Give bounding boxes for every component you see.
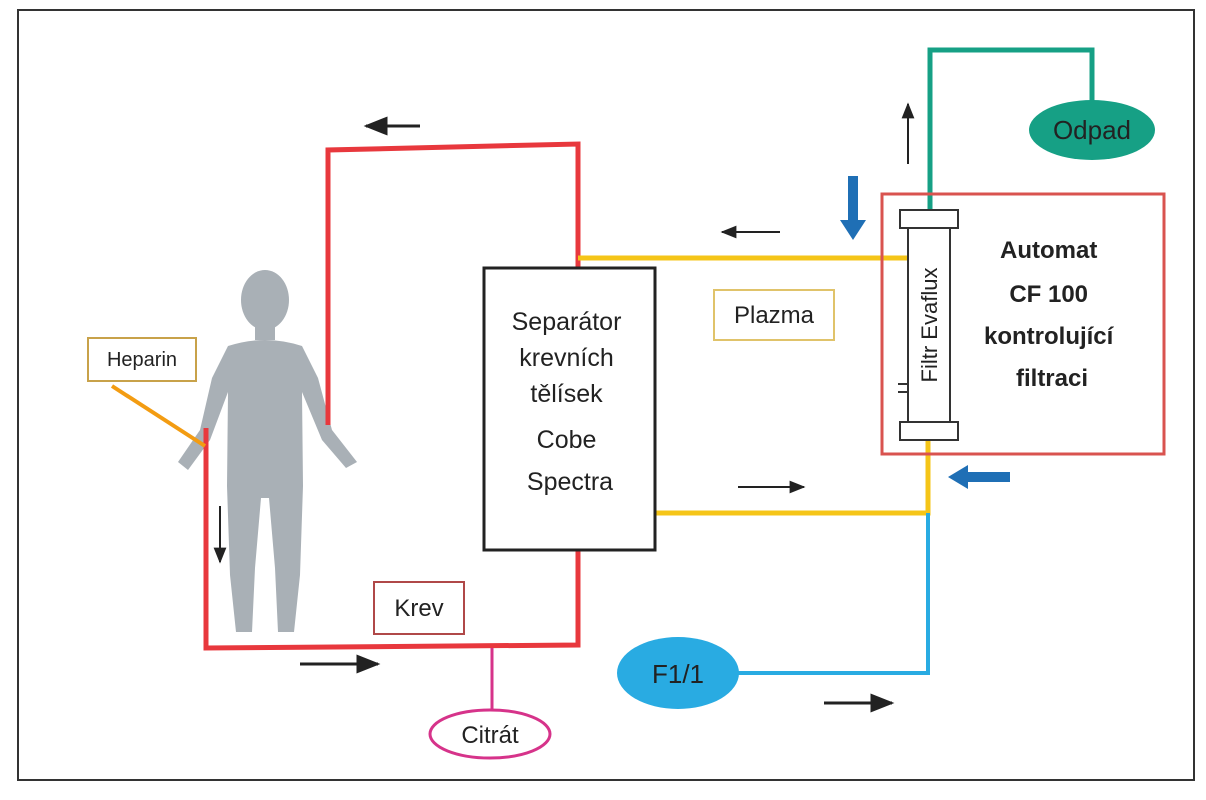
plazma-box [713,289,835,341]
blood-line-out [203,428,581,651]
citrat-label: Citrát [461,722,519,749]
heparin-label: Heparin [107,349,177,371]
filter-label: Filtr Evaflux [917,268,942,383]
f11-fluid-line [738,513,930,675]
odpad-node [1029,100,1155,160]
flow-arrow-down-icon [840,176,866,240]
automat-label: Automat CF 100 kontrolující filtraci [984,237,1120,392]
separator-label: Separátor krevních tělísek Cobe Spectra [512,308,629,496]
f11-label: F1/1 [652,659,704,689]
krev-label: Krev [394,595,443,622]
human-figure-icon [178,270,357,632]
automat-box [880,192,1166,456]
odpad-label: Odpad [1053,115,1131,145]
blood-line-return [325,141,581,425]
separator-box [482,266,657,552]
flow-arrow-left-icon [948,465,1010,489]
f11-node [617,637,739,709]
heparin-line [110,384,207,448]
waste-line [927,47,1095,212]
krev-box [373,581,465,635]
citrat-node [428,708,552,760]
plazma-label: Plazma [734,302,815,329]
filter-evaflux: Filtr Evaflux [898,209,959,441]
heparin-box [87,337,197,382]
